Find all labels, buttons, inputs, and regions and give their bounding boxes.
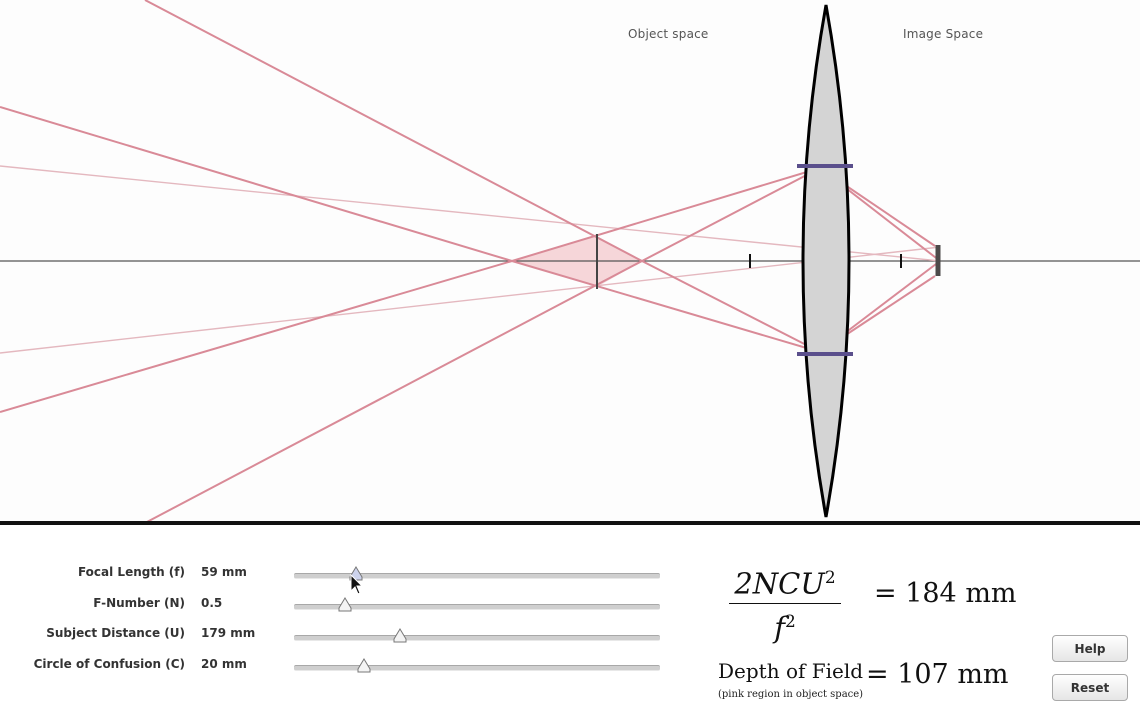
f-number-slider[interactable] [294, 597, 660, 612]
lens [801, 4, 851, 518]
formula-numerator-text: 2NCU [734, 566, 825, 601]
circle-of-confusion-slider-thumb[interactable] [357, 658, 371, 674]
mouse-cursor-icon [350, 574, 364, 595]
depth-of-field-note: (pink region in object space) [718, 689, 864, 700]
focal-length-value: 59 mm [201, 565, 247, 579]
depth-of-field-label: Depth of Field [718, 659, 864, 683]
formula-denominator-text: f [774, 610, 785, 645]
subject-distance-slider[interactable] [294, 628, 660, 643]
ray-diagram-canvas [0, 0, 1140, 523]
formula-denominator-exponent: 2 [784, 612, 796, 633]
f-number-value: 0.5 [201, 596, 223, 610]
f-number-slider-thumb[interactable] [338, 597, 352, 613]
formula-numerator: 2NCU2 [725, 561, 845, 601]
light-rays [0, 0, 941, 523]
subject-distance-value: 179 mm [201, 626, 256, 640]
reset-button[interactable]: Reset [1052, 674, 1128, 701]
focal-length-slider[interactable] [294, 566, 660, 581]
f-number-label: F-Number (N) [93, 596, 185, 610]
subject-distance-slider-thumb[interactable] [393, 628, 407, 644]
circle-of-confusion-slider[interactable] [294, 658, 660, 673]
circle-of-confusion-value: 20 mm [201, 657, 247, 671]
focal-length-label: Focal Length (f) [77, 565, 185, 579]
formula-numerator-exponent: 2 [824, 568, 836, 588]
subject-distance-label: Subject Distance (U) [46, 626, 185, 640]
control-panel: Focal Length (f) 59 mm F-Number (N) 0.5 … [0, 525, 1140, 710]
object-space-label: Object space [628, 27, 709, 41]
circle-of-confusion-label: Circle of Confusion (C) [33, 657, 185, 671]
optics-diagram: Object space Image Space [0, 0, 1140, 523]
image-space-label: Image Space [903, 27, 984, 41]
formula-denominator: f2 [725, 607, 845, 643]
help-button[interactable]: Help [1052, 635, 1128, 662]
formula-fraction-bar [729, 602, 841, 605]
depth-of-field-result: = 107 mm [866, 659, 1009, 690]
panel-divider [0, 521, 1140, 525]
hyperfocal-formula: 2NCU2 f2 [725, 561, 845, 643]
faint-rays [0, 165, 941, 354]
formula-result: = 184 mm [874, 578, 1017, 609]
